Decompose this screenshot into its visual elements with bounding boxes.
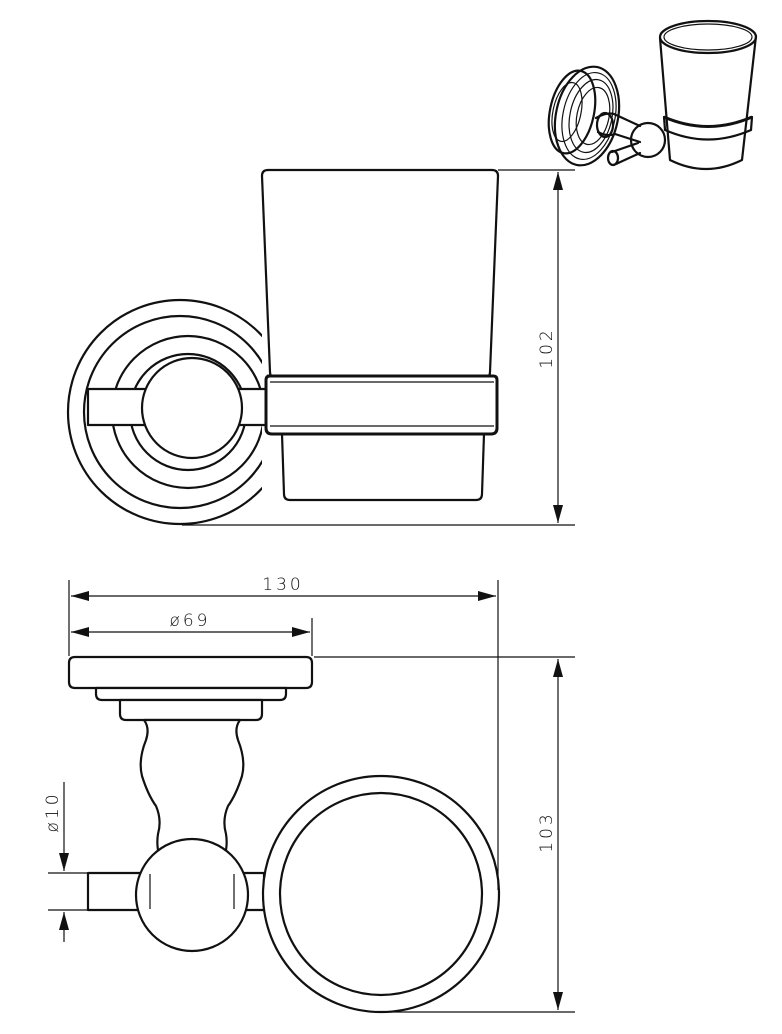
dimension-label-69: ø69 — [169, 611, 210, 631]
dimension-overall-depth: 103 — [314, 656, 575, 1013]
dimension-rod-diameter: ø10 — [43, 782, 88, 942]
dimension-base-diameter: ø69 — [71, 611, 313, 656]
dimension-label-130: 130 — [262, 575, 303, 595]
dimension-label-103: 103 — [537, 811, 557, 852]
isometric-view — [547, 19, 758, 170]
dimension-cup-height: 102 — [182, 169, 575, 526]
dimension-label-102: 102 — [537, 327, 557, 368]
dimension-overall-width: 130 — [68, 575, 499, 890]
dimension-label-10: ø10 — [43, 791, 63, 832]
top-view — [67, 655, 501, 1014]
front-view — [66, 168, 500, 530]
